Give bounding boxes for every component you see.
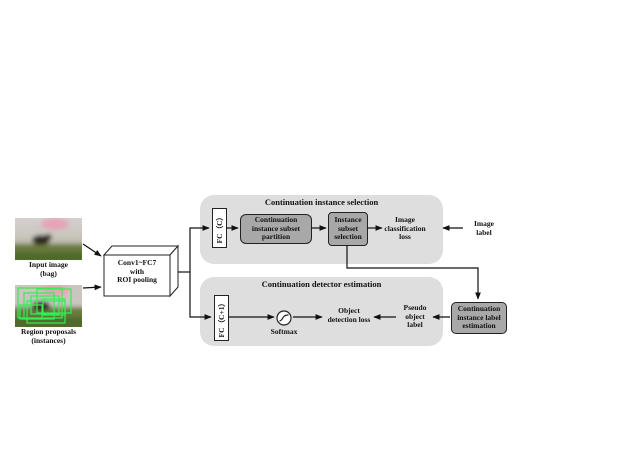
softmax-label: Softmax — [270, 327, 298, 336]
image-label: Image label — [474, 219, 494, 237]
detector-estimation-title: Continuation detector estimation — [261, 279, 382, 289]
label-estimation-box: Continuation instance label estimation — [451, 302, 507, 334]
instance-selection-title: Continuation instance selection — [264, 197, 379, 207]
proposal-boxes — [17, 287, 72, 324]
subset-partition-box: Continuation instance subset partition — [240, 214, 312, 244]
region-proposals-label: Region proposals (instances) — [20, 327, 77, 345]
fc-c-layer: FC（C） — [212, 208, 227, 248]
image-classification-loss: Image classification loss — [384, 215, 426, 241]
softmax-icon — [276, 310, 292, 326]
subset-selection-box: Instance subset selection — [328, 212, 368, 246]
backbone-label: Conv1~FC7 with ROI pooling — [117, 258, 157, 284]
fc-c1-layer: FC（C+1） — [214, 295, 229, 341]
pseudo-object-label: Pseudo object label — [403, 303, 427, 329]
input-image — [15, 218, 82, 260]
backbone-block: Conv1~FC7 with ROI pooling — [100, 243, 180, 299]
input-image-label: Input image (bag) — [29, 260, 68, 278]
object-detection-loss: Object detection loss — [327, 306, 371, 324]
region-proposals-image — [15, 285, 82, 327]
